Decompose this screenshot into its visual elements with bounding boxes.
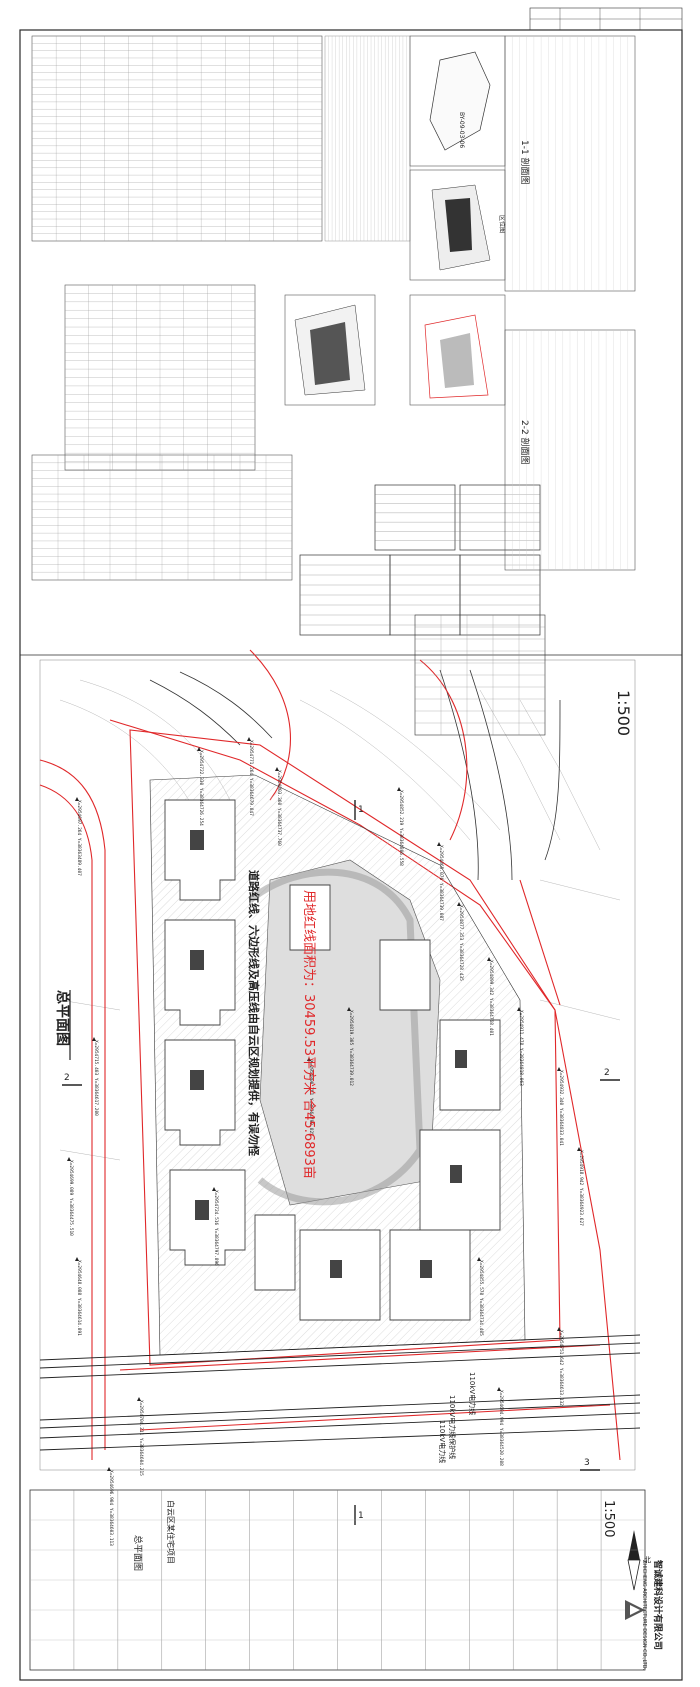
section-mark-2a: 2: [64, 1073, 70, 1083]
coordinate-label: X=2954865.076 Y=38364739.087: [438, 845, 444, 921]
survey-point-icon: [497, 1387, 501, 1391]
coordinate-label: X=2954697.264 Y=38363489.407: [76, 800, 82, 876]
buildings: [164, 799, 501, 1321]
survey-point-icon: [397, 787, 401, 791]
section-mark-1a: 1: [358, 805, 364, 815]
coordinate-label: X=2954715.403 Y=38364617.200: [93, 1040, 99, 1116]
power-lines: [39, 1334, 641, 1451]
coordinate-label: X=2954918.942 Y=38364923.627: [578, 1150, 584, 1226]
coordinate-label: X=2954696.904 Y=38364603.113: [108, 1470, 114, 1546]
survey-point-icon: [75, 797, 79, 801]
map-label-parcel: BY-09-03-06: [458, 112, 465, 148]
land-area-note: 用地红线面积为：30459.53平方米 合45.6893亩: [301, 890, 317, 1179]
site-plan: 110kV电力线 110kV电力线保护线 110kV电力线 X=2954697.…: [39, 614, 651, 1591]
survey-point-icon: [197, 747, 201, 751]
tech-spec-tables: [31, 35, 541, 636]
survey-point-icon: [577, 1147, 581, 1151]
plan-title: 总平面图: [54, 990, 71, 1046]
survey-point-icon: [107, 1467, 111, 1471]
section-drawings: 1-1 剖面图 2-2 剖面图: [504, 35, 636, 571]
red-planning-lines: [39, 649, 621, 1461]
north-label: 北: [644, 1556, 651, 1564]
project-name: 白云区某住宅项目: [166, 1500, 176, 1564]
section-markers: 1 1 2 2 3: [62, 800, 620, 1525]
survey-point-icon: [477, 1257, 481, 1261]
survey-point-icon: [307, 1057, 311, 1061]
stamp-table: [529, 7, 683, 31]
coordinate-label: X=2954704.211 Y=38364604.215: [138, 1400, 144, 1476]
power-line-label-2: 110kV电力线保护线: [448, 1395, 457, 1459]
coordinate-label: X=2954694.994 Y=38364520.208: [498, 1390, 504, 1466]
section-label-1: 1-1 剖面图: [519, 140, 531, 185]
company-name-en: ZHICHENG ARCHITECTURE DESIGN CO.,LTD.: [641, 1560, 647, 1671]
section-mark-1b: 1: [358, 1511, 364, 1521]
north-arrow-icon: 北: [627, 1530, 651, 1591]
survey-point-icon: [487, 957, 491, 961]
survey-point-icon: [137, 1397, 141, 1401]
coordinate-label: X=2954911.478 Y=38364818.063: [518, 1010, 524, 1086]
survey-point-icon: [557, 1067, 561, 1071]
coordinate-label: X=2954751.642 Y=38364613.132: [558, 1330, 564, 1406]
drawing-name: 总平面图: [132, 1535, 144, 1571]
curved-roads: [149, 669, 561, 881]
building-cores: [190, 830, 467, 1278]
survey-point-icon: [457, 902, 461, 906]
section-label-2: 2-2 剖面图: [519, 420, 531, 465]
map-label-location: 区位图: [498, 215, 506, 233]
coordinate-label: X=2954722.330 Y=38364726.254: [198, 750, 204, 826]
coordinate-label: X=2954855.578 Y=38364734.405: [478, 1260, 484, 1336]
survey-point-icon: [275, 767, 279, 771]
survey-point-icon: [212, 1187, 216, 1191]
boundary-note: 道路红线、六边形线及高压线由自云区规划提供，有误勿怪: [247, 870, 261, 1157]
coordinate-label: X=2954819.305 Y=38364739.012: [348, 1010, 354, 1086]
company-name-cn: 智诚建科设计有限公司: [652, 1560, 664, 1650]
survey-point-icon: [517, 1007, 521, 1011]
coordinate-annotations: X=2954697.264 Y=38363489.407 X=2954771.26…: [67, 737, 584, 1546]
survey-point-icon: [92, 1037, 96, 1041]
survey-point-icon: [247, 737, 251, 741]
coordinate-label: X=2954771.264 Y=38364679.847: [248, 740, 254, 816]
plan-scale-top: 1:500: [614, 690, 633, 736]
survey-point-icon: [437, 842, 441, 846]
company-logo-icon: [625, 1600, 645, 1620]
coordinate-label: X=2954803.360 Y=38364737.760: [276, 770, 282, 846]
small-maps: BY-09-03-06 区位图: [284, 35, 506, 406]
sheet-frame: [19, 29, 683, 1681]
power-line-label-1: 110kV电力线: [468, 1372, 477, 1415]
coordinate-label: X=2954724.516 Y=38364797.896: [213, 1190, 219, 1266]
title-block: 智诚建科设计有限公司 ZHICHENG ARCHITECTURE DESIGN …: [29, 1489, 664, 1671]
inner-road: [247, 868, 424, 1206]
power-line-label-3: 110kV电力线: [438, 1420, 447, 1463]
survey-point-icon: [67, 1157, 71, 1161]
section-mark-2b: 2: [604, 1068, 610, 1078]
plan-scale-bottom: 1:500: [601, 1500, 616, 1537]
survey-point-icon: [347, 1007, 351, 1011]
section-mark-3: 3: [584, 1458, 590, 1468]
coordinate-label: X=2954852.219 Y=38364806.558: [398, 790, 404, 866]
coordinate-label: X=2954800.781 Y=38364790.825: [308, 1060, 314, 1136]
survey-point-icon: [75, 1257, 79, 1261]
coordinate-label: X=2954932.340 Y=38364833.041: [558, 1070, 564, 1146]
coordinate-label: X=2954699.089 Y=38364475.510: [68, 1160, 74, 1236]
coordinate-label: X=2954877.353 Y=38364728.435: [458, 905, 464, 981]
coordinate-label: X=2954899.342 Y=38364768.401: [488, 960, 494, 1036]
coordinate-label: X=2954648.088 Y=38364614.891: [76, 1260, 82, 1336]
survey-point-icon: [557, 1327, 561, 1331]
